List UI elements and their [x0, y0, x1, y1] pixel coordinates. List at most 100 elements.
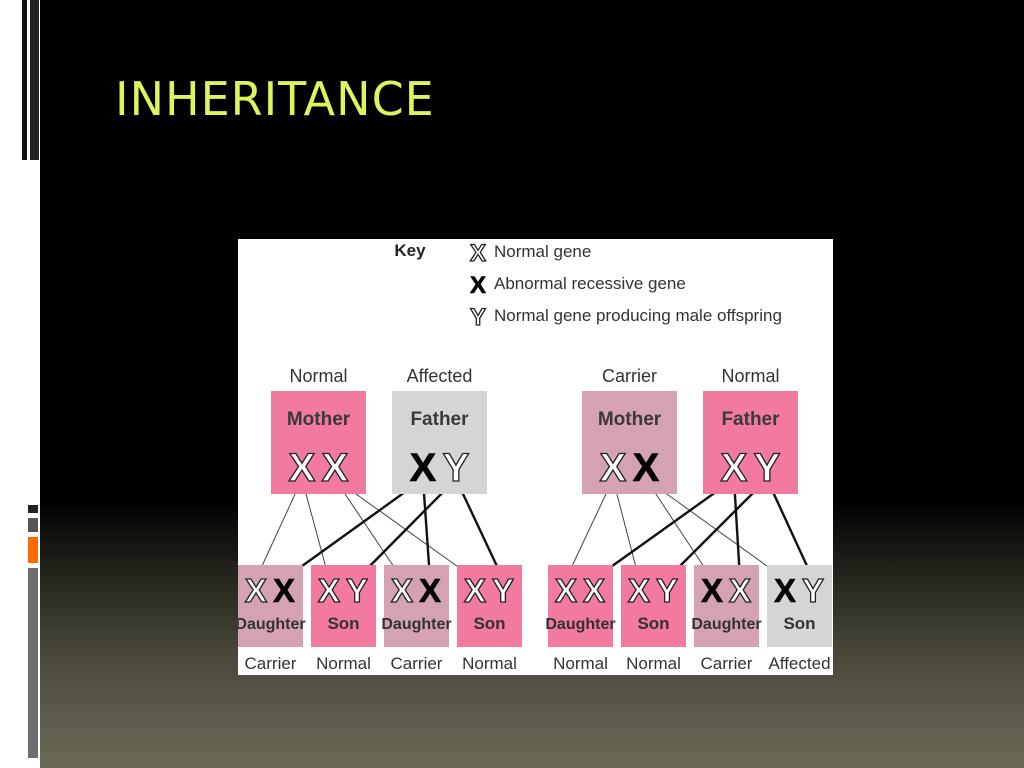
normal-x-symbol: X: [464, 572, 486, 609]
normal-x-symbol: X: [729, 572, 751, 609]
child-name-label: Son: [327, 614, 359, 633]
inheritance-line: [454, 478, 505, 580]
normal-x-symbol: X: [555, 572, 577, 609]
inheritance-line: [255, 478, 303, 580]
parent-status-label: Carrier: [602, 366, 657, 386]
child-name-label: Daughter: [381, 616, 451, 633]
key-item-label: Abnormal recessive gene: [494, 274, 686, 293]
child-name-label: Daughter: [238, 616, 306, 633]
inheritance-line: [565, 478, 614, 580]
y-chromosome-symbol: Y: [492, 572, 514, 609]
child-name-label: Son: [637, 614, 669, 633]
parent-box: [703, 391, 798, 494]
parent-box: [392, 391, 487, 494]
normal-x-symbol: X: [600, 446, 627, 490]
parent-status-label: Normal: [721, 366, 779, 386]
normal-x-symbol: X: [245, 572, 267, 609]
abnormal-x-symbol: X: [774, 572, 796, 609]
parent-box: [582, 391, 677, 494]
child-status-label: Carrier: [245, 654, 297, 673]
decor-bar: [28, 505, 38, 513]
inheritance-line: [732, 478, 742, 580]
normal-x-symbol: X: [721, 446, 748, 490]
abnormal-x-symbol: X: [701, 572, 723, 609]
inheritance-line: [593, 478, 735, 580]
decor-bar: [22, 0, 27, 160]
inheritance-line: [612, 478, 640, 580]
key-title: Key: [394, 241, 426, 260]
child-name-label: Daughter: [545, 616, 615, 633]
abnormal-x-symbol: X: [273, 572, 295, 609]
child-status-label: Normal: [553, 654, 608, 673]
normal-x-symbol: X: [289, 446, 316, 490]
normal-x-symbol: X: [318, 572, 340, 609]
child-box: [694, 565, 759, 647]
key-item-label: Normal gene producing male offspring: [494, 306, 782, 325]
y-chromosome-symbol: Y: [346, 572, 368, 609]
y-chromosome-symbol: Y: [656, 572, 678, 609]
parent-name-label: Mother: [598, 409, 662, 430]
normal-x-symbol: X: [391, 572, 413, 609]
normal-x-symbol: X: [470, 240, 486, 267]
decor-bar: [30, 0, 39, 160]
child-status-label: Carrier: [701, 654, 753, 673]
parent-name-label: Father: [410, 409, 469, 430]
inheritance-line: [301, 478, 330, 580]
parent-name-label: Father: [721, 409, 780, 430]
slide-title: INHERITANCE: [115, 72, 435, 126]
child-name-label: Son: [473, 614, 505, 633]
decor-bar-accent: [28, 537, 38, 563]
inheritance-line: [421, 478, 432, 580]
y-chromosome-symbol: Y: [754, 446, 781, 490]
normal-x-symbol: X: [322, 446, 349, 490]
parent-status-label: Normal: [289, 366, 347, 386]
parent-name-label: Mother: [287, 409, 351, 430]
inheritance-line: [356, 478, 457, 580]
child-status-label: Normal: [316, 654, 371, 673]
child-name-label: Son: [783, 614, 815, 633]
inheritance-line: [765, 478, 815, 580]
child-status-label: Affected: [768, 654, 830, 673]
abnormal-x-symbol: X: [470, 272, 486, 299]
y-chromosome-symbol: Y: [470, 304, 486, 331]
child-status-label: Carrier: [391, 654, 443, 673]
slide-left-strip: [0, 0, 40, 768]
child-box: [621, 565, 686, 647]
normal-x-symbol: X: [628, 572, 650, 609]
parent-box: [271, 391, 366, 494]
inheritance-line: [666, 478, 768, 580]
decor-bar: [28, 568, 38, 758]
inheritance-lines: [255, 478, 815, 580]
abnormal-x-symbol: X: [419, 572, 441, 609]
inheritance-line: [334, 478, 403, 580]
child-box: [384, 565, 449, 647]
abnormal-x-symbol: X: [410, 446, 437, 490]
y-chromosome-symbol: Y: [802, 572, 824, 609]
y-chromosome-symbol: Y: [443, 446, 470, 490]
child-status-label: Normal: [626, 654, 681, 673]
abnormal-x-symbol: X: [633, 446, 660, 490]
child-box: [238, 565, 303, 647]
child-status-label: Normal: [462, 654, 517, 673]
child-box: [457, 565, 522, 647]
key-item-label: Normal gene: [494, 242, 591, 261]
child-box: [548, 565, 613, 647]
inheritance-line: [283, 478, 424, 580]
normal-x-symbol: X: [583, 572, 605, 609]
child-name-label: Daughter: [691, 616, 761, 633]
